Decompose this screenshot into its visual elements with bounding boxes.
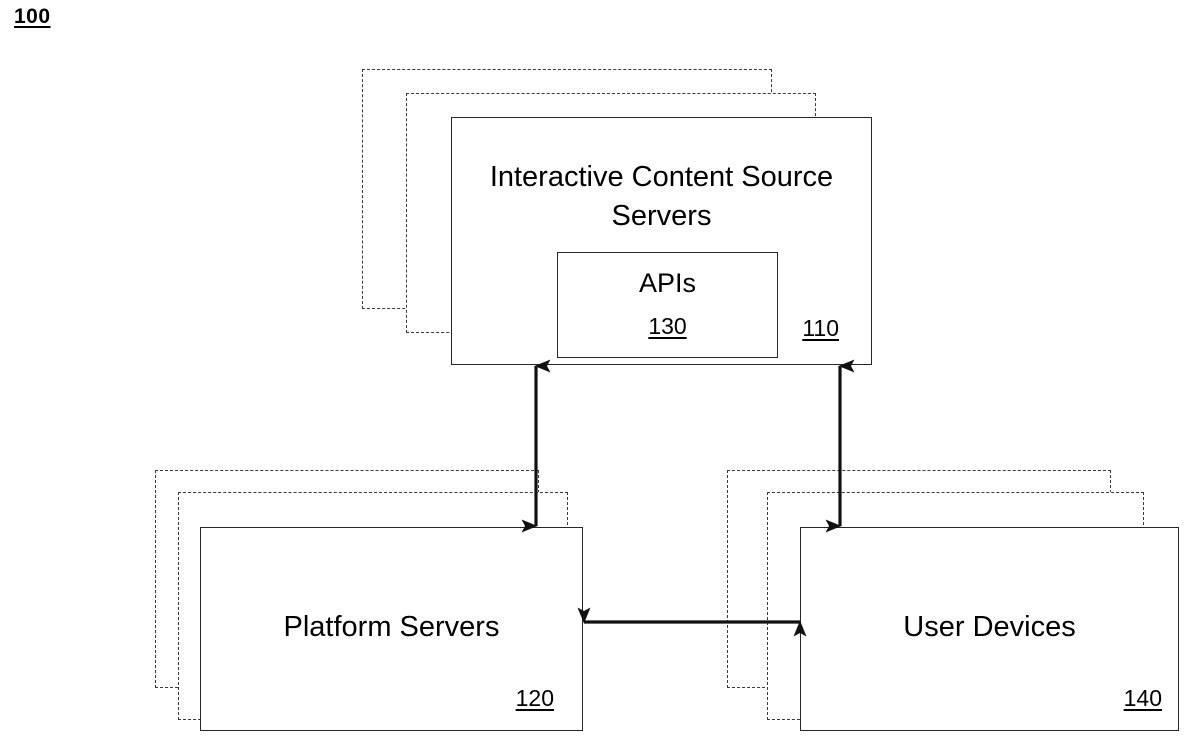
ref-number-130-text: 130 xyxy=(648,313,687,339)
node-front-panel[interactable]: Platform Servers 120 xyxy=(200,527,583,731)
node-front-panel[interactable]: User Devices 140 xyxy=(800,527,1179,731)
figure-number-label: 100 xyxy=(14,5,51,28)
ref-number-140: 140 xyxy=(1123,685,1162,711)
subnode-apis[interactable]: APIs 130 xyxy=(557,252,778,358)
node-title-user-devices: User Devices xyxy=(903,611,1076,643)
connector-source-to-user-devices xyxy=(825,359,855,533)
ref-number-110: 110 xyxy=(802,315,839,341)
ref-number-130: 130 xyxy=(558,315,777,338)
node-front-panel[interactable]: Interactive Content Source Servers 110 xyxy=(451,117,872,365)
subnode-title-apis: APIs xyxy=(638,268,697,298)
node-title-interactive-content-source-servers: Interactive Content Source Servers xyxy=(489,161,834,232)
connector-source-to-platform xyxy=(521,359,551,533)
ref-number-120: 120 xyxy=(515,685,554,711)
node-title-platform-servers: Platform Servers xyxy=(283,611,500,643)
connector-platform-to-user-devices xyxy=(577,607,807,637)
